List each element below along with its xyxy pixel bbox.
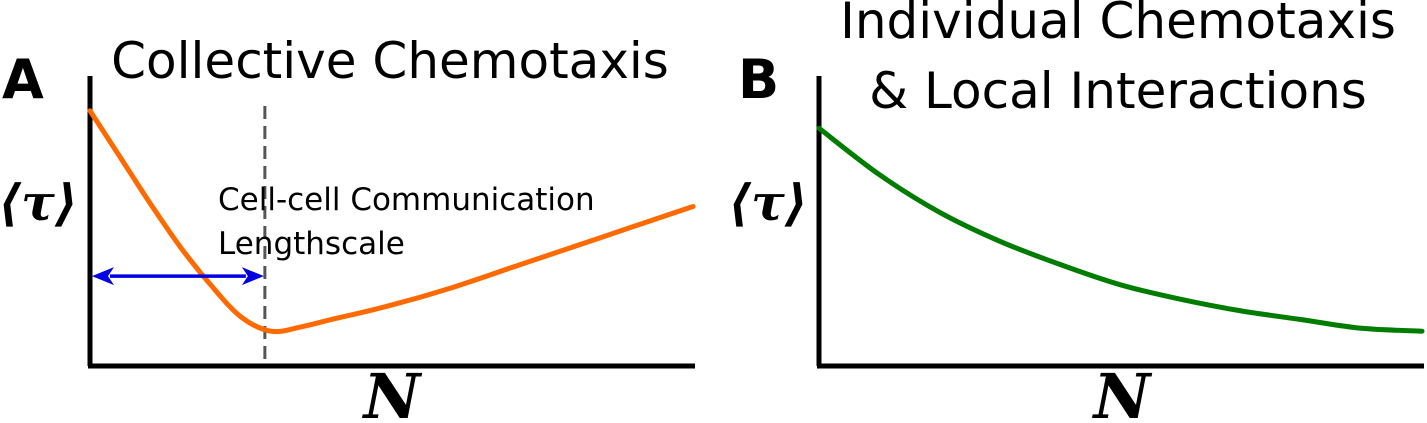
panel-a-lengthscale-arrow [92,267,264,286]
panel-a-arrowhead-right [241,267,264,286]
panel-a-series-line [87,108,696,335]
panel-a-title: Collective Chemotaxis [111,32,669,90]
panel-a-letter: A [2,48,44,111]
panel-b-series-line [816,125,1425,334]
panel-a-arrowhead-left [92,267,114,286]
panel-a: A Collective Chemotaxis ⟨τ⟩ N Cell-cell … [0,32,696,423]
panel-a-annotation-line1: Cell-cell Communication [218,182,595,218]
panel-b-title-line1: Individual Chemotaxis [840,0,1396,50]
panel-b-letter: B [738,48,779,111]
panel-b-title-line2: & Local Interactions [869,62,1367,120]
panel-b-x-label: N [1092,360,1153,423]
panel-b: B Individual Chemotaxis & Local Interact… [728,0,1425,423]
panel-b-y-label: ⟨τ⟩ [728,173,807,232]
panel-a-annotation-line2: Lengthscale [218,226,405,262]
panel-a-x-label: N [362,360,423,423]
panel-a-y-label: ⟨τ⟩ [0,173,78,232]
